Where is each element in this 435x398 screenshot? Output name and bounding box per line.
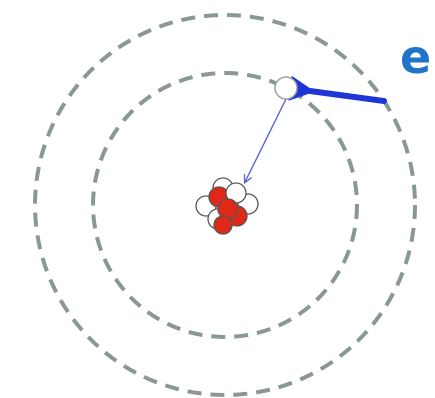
transition-arrow <box>245 99 286 182</box>
electron-label: e <box>400 30 431 84</box>
proton <box>214 216 232 234</box>
nucleus <box>196 178 258 234</box>
electron-position <box>275 77 297 99</box>
incoming-electron-arrow <box>310 91 384 101</box>
